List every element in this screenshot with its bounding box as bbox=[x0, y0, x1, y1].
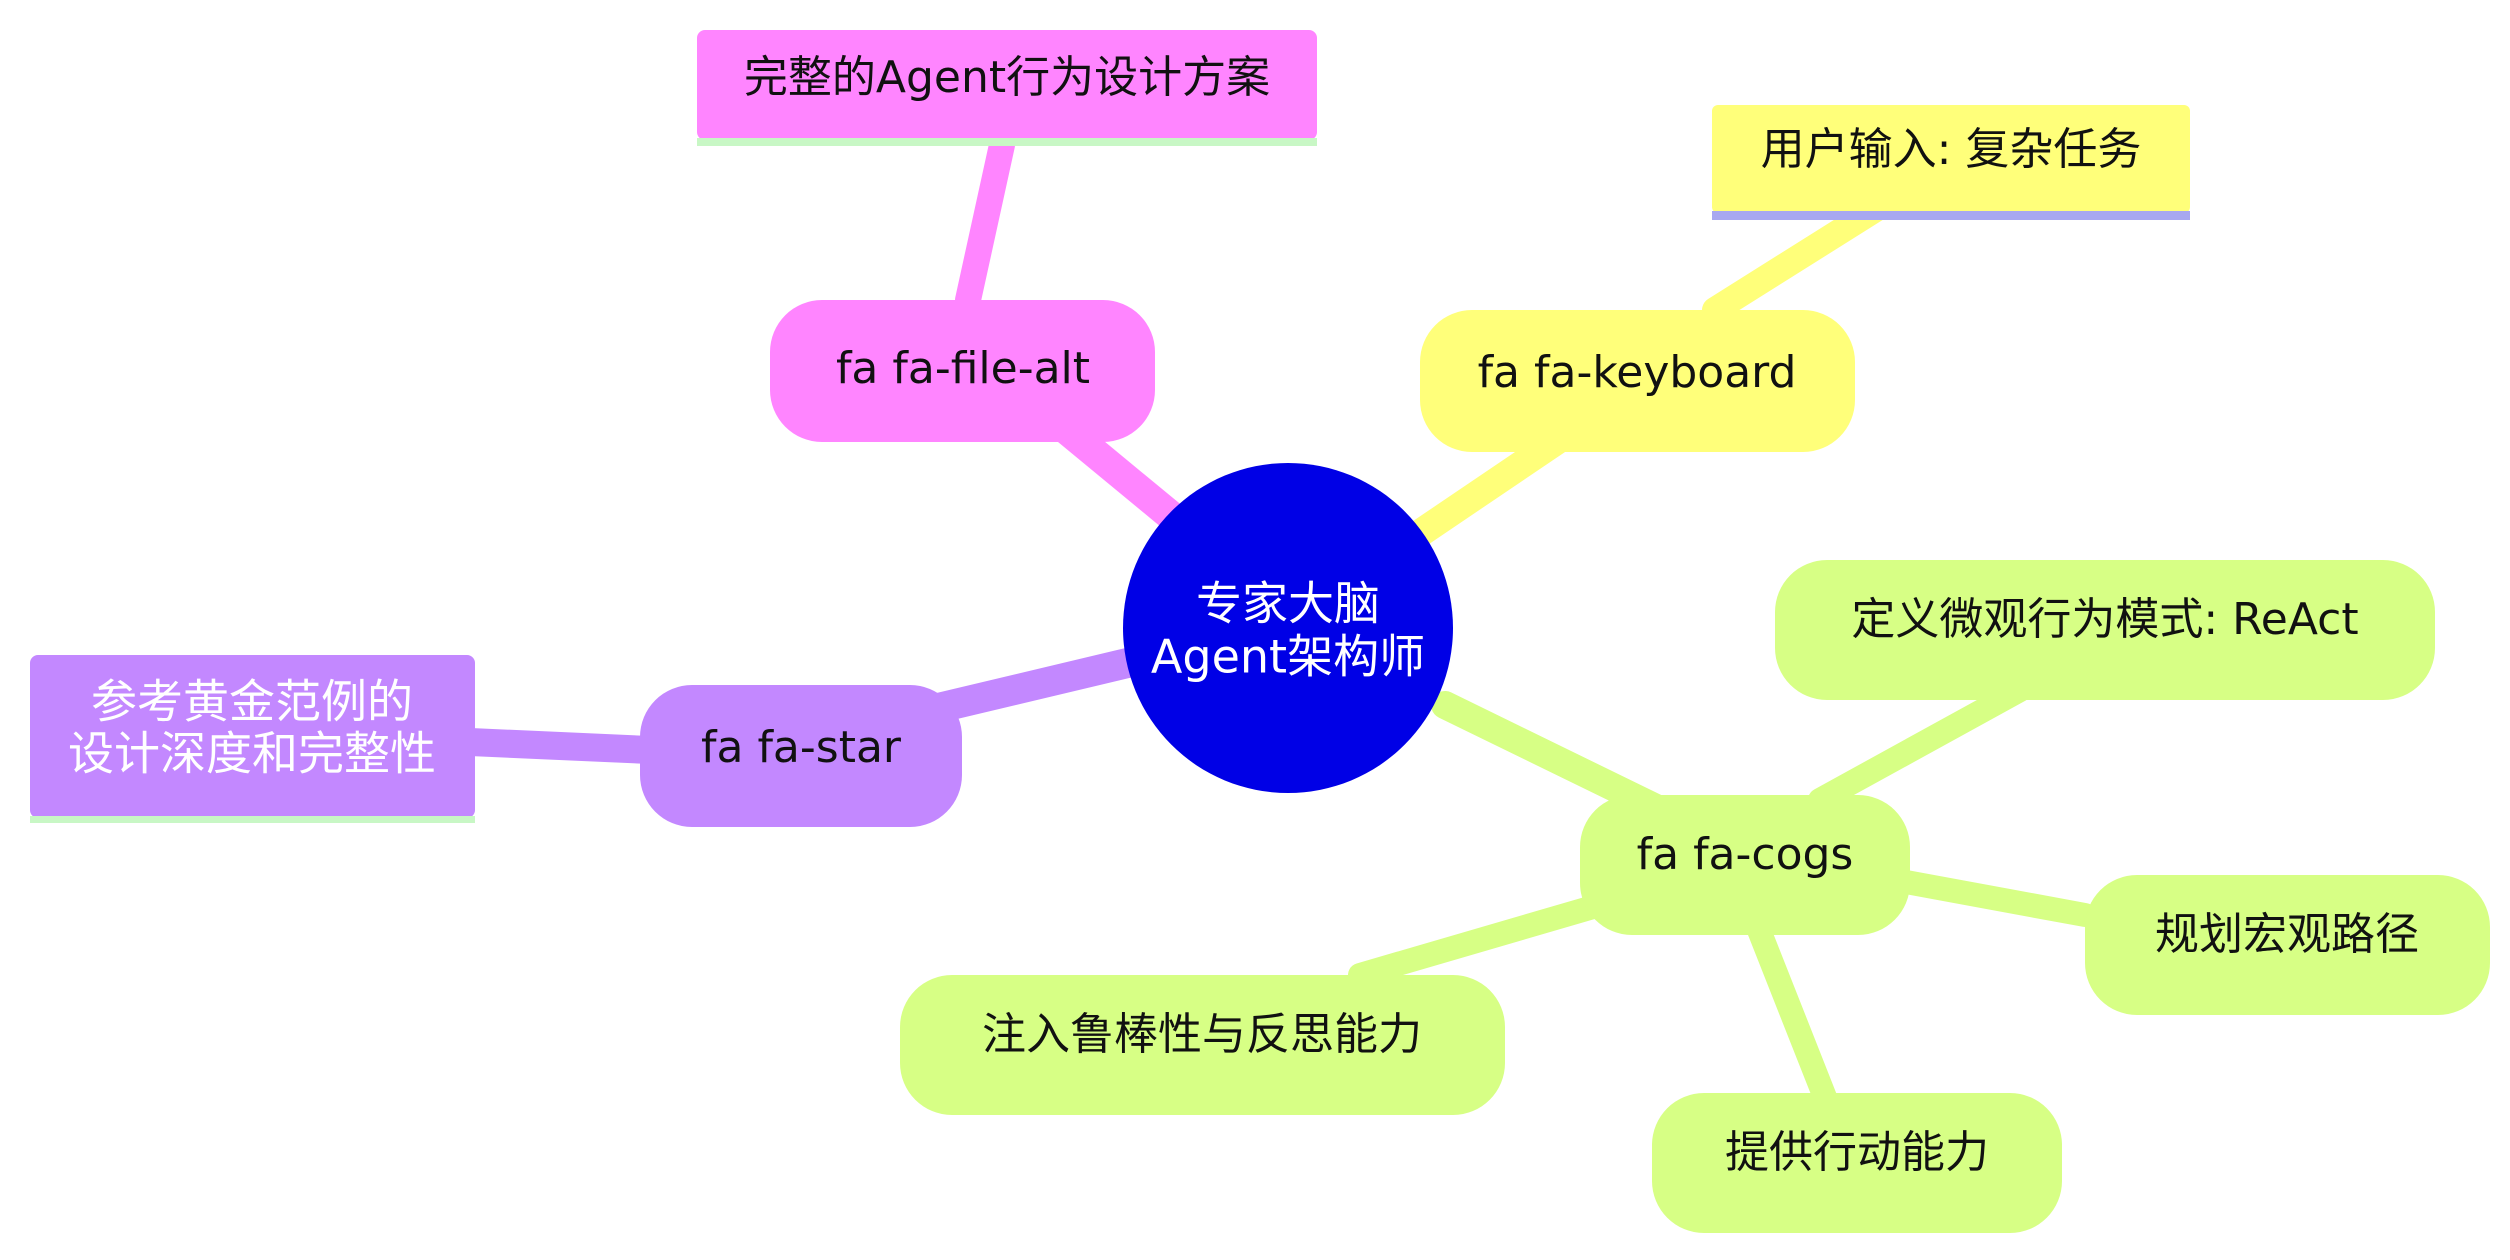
cogs-child-action[interactable]: 提供行动能力 bbox=[1652, 1093, 2062, 1233]
edge-root-cogs bbox=[1431, 691, 1674, 824]
cogs-child-robust[interactable]: 注入鲁棒性与反思能力 bbox=[900, 975, 1505, 1115]
star-child-underline bbox=[30, 816, 475, 823]
edge-cogs-react bbox=[1808, 678, 2032, 812]
cogs-child-plan-box bbox=[2085, 875, 2490, 1015]
star-child-node[interactable]: 参考黄金范例的 设计深度和完整性 bbox=[30, 655, 475, 823]
cogs-child-plan[interactable]: 规划宏观路径 bbox=[2085, 875, 2490, 1015]
branch-star-label: fa fa-star bbox=[701, 722, 902, 773]
file-child-label: 完整的Agent行为设计方案 bbox=[744, 52, 1270, 103]
branch-cogs-label: fa fa-cogs bbox=[1637, 829, 1854, 880]
edge-file-child bbox=[955, 132, 1015, 313]
branch-file-node[interactable]: fa fa-file-alt bbox=[770, 300, 1155, 442]
keyboard-child-underline bbox=[1712, 211, 2190, 220]
branch-keyboard-node[interactable]: fa fa-keyboard bbox=[1420, 310, 1855, 452]
file-child-box bbox=[697, 30, 1317, 140]
star-child-label-line1: 参考黄金范例的 bbox=[91, 675, 413, 729]
root-label-line1: 专家大脑 bbox=[1196, 577, 1380, 631]
root-circle bbox=[1123, 463, 1453, 793]
edge-star-child bbox=[456, 728, 664, 764]
keyboard-child-label: 用户输入: 复杂任务 bbox=[1761, 124, 2142, 175]
branch-cogs-node[interactable]: fa fa-cogs bbox=[1580, 795, 1910, 935]
connectors bbox=[456, 132, 2097, 1122]
star-child-box bbox=[30, 655, 475, 818]
root-node[interactable]: 专家大脑 Agent架构师 bbox=[1123, 463, 1453, 793]
file-child-node[interactable]: 完整的Agent行为设计方案 bbox=[697, 30, 1317, 146]
cogs-child-robust-label: 注入鲁棒性与反思能力 bbox=[982, 1009, 1422, 1060]
branch-file-label: fa fa-file-alt bbox=[836, 343, 1090, 394]
keyboard-child-box bbox=[1712, 105, 2190, 213]
edge-cogs-plan bbox=[1883, 868, 2097, 927]
keyboard-child-node[interactable]: 用户输入: 复杂任务 bbox=[1712, 105, 2190, 220]
branch-cogs-box bbox=[1580, 795, 1910, 935]
edge-cogs-action bbox=[1743, 908, 1842, 1122]
file-child-underline bbox=[697, 138, 1317, 146]
cogs-child-plan-label: 规划宏观路径 bbox=[2155, 909, 2419, 960]
branch-keyboard-box bbox=[1420, 310, 1855, 452]
branch-keyboard-label: fa fa-keyboard bbox=[1478, 347, 1797, 398]
cogs-child-action-box bbox=[1652, 1093, 2062, 1233]
cogs-child-react-box bbox=[1775, 560, 2435, 700]
cogs-child-action-label: 提供行动能力 bbox=[1725, 1127, 1989, 1178]
cogs-child-react-label: 定义微观行为模式: ReAct bbox=[1851, 594, 2358, 645]
root-label-line2: Agent架构师 bbox=[1151, 630, 1425, 684]
star-child-label-line2: 设计深度和完整性 bbox=[68, 727, 436, 781]
branch-star-node[interactable]: fa fa-star bbox=[640, 685, 962, 827]
edge-root-star bbox=[915, 645, 1155, 725]
cogs-child-robust-box bbox=[900, 975, 1505, 1115]
branch-star-box bbox=[640, 685, 962, 827]
cogs-child-react[interactable]: 定义微观行为模式: ReAct bbox=[1775, 560, 2435, 700]
branch-file-box bbox=[770, 300, 1155, 442]
edge-cogs-robust bbox=[1348, 893, 1612, 987]
